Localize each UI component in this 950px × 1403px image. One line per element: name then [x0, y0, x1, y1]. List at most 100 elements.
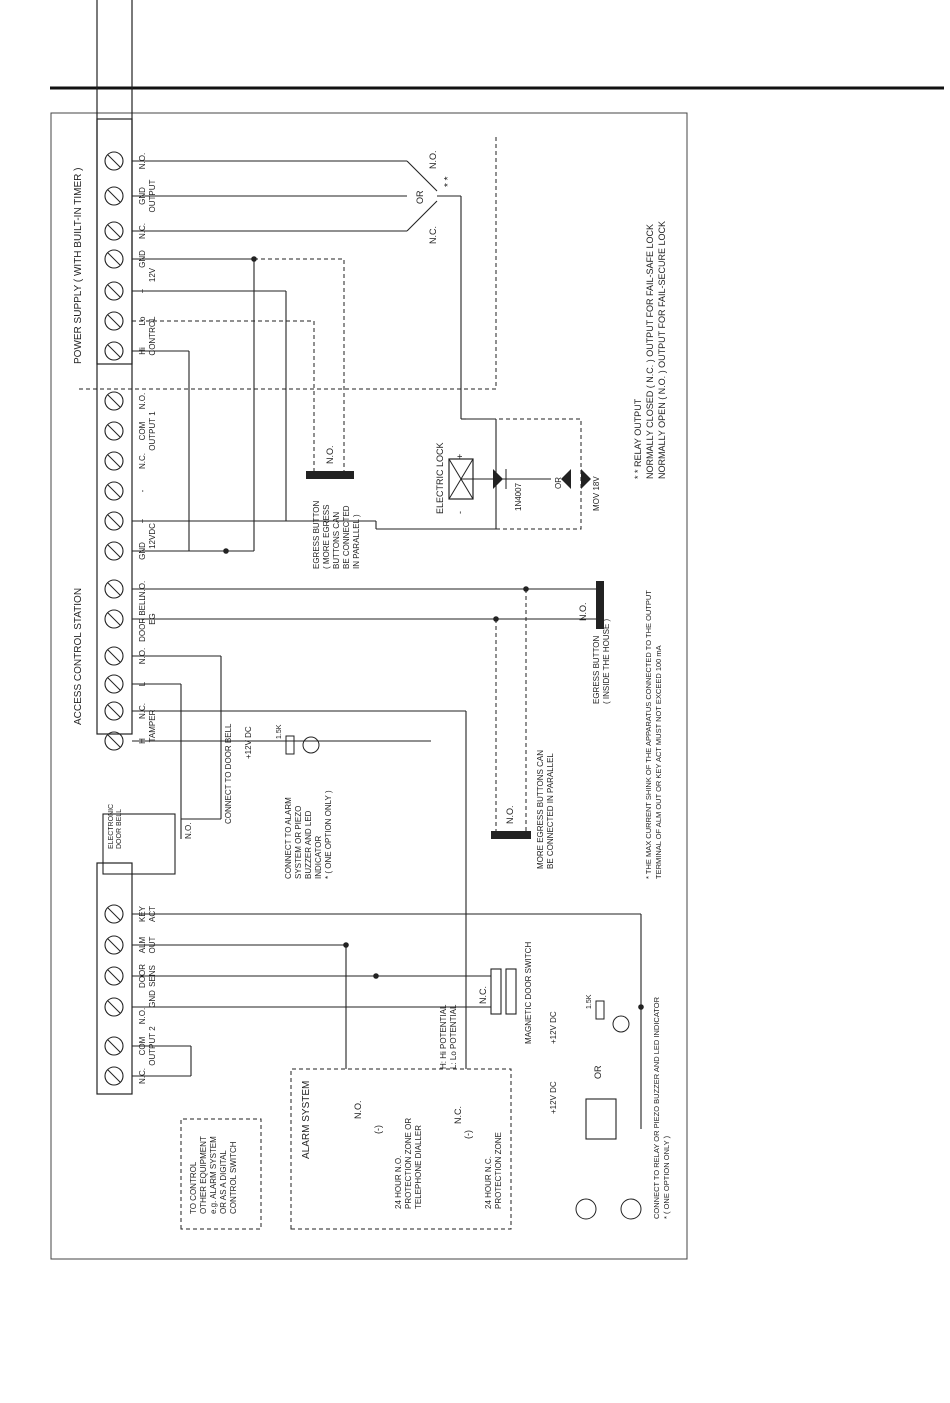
- term-group: 12V: [148, 267, 157, 282]
- mov-label: MOV 18V: [592, 476, 601, 511]
- piezo-led-bottom: +12V DC 1.5K: [549, 994, 630, 1044]
- zone-no-3: TELEPHONE DIALLER: [414, 1125, 423, 1209]
- v12-relay: +12V DC: [549, 1081, 558, 1114]
- terminal-screw-slot: [107, 1039, 121, 1053]
- terminal-screw: [104, 731, 124, 751]
- egress-note-1: EGRESS BUTTON: [312, 500, 321, 569]
- mov-18v: MOV 18V: [561, 469, 601, 511]
- terminal-screw: [104, 221, 124, 241]
- terminal-screw: [104, 904, 124, 924]
- relay-note-no: NORMALLY OPEN ( N.O. ) OUTPUT FOR FAIL-S…: [657, 221, 667, 479]
- electric-lock-label: ELECTRIC LOCK: [435, 442, 445, 514]
- lo-potential: L: Lo POTENTIAL: [449, 1004, 458, 1069]
- terminal-screw: [104, 391, 124, 411]
- term-group: GND: [148, 990, 157, 1008]
- terminal-screw: [104, 609, 124, 629]
- electric-lock: ELECTRIC LOCK + -: [435, 442, 474, 514]
- doorbell-label-2: DOOR BELL: [116, 809, 123, 849]
- terminal-screw-slot: [107, 252, 121, 266]
- terminal-screw-slot: [107, 612, 121, 626]
- terminal-screw: [104, 511, 124, 531]
- to-control-4: OR AS A DIGITAL: [219, 1150, 228, 1214]
- magnetic-door-switch: N.C. MAGNETIC DOOR SWITCH: [478, 942, 533, 1044]
- terminal-screw-slot: [107, 284, 121, 298]
- relay-connect-2: * ( ONE OPTION ONLY ): [662, 1135, 671, 1219]
- terminal-screw-slot: [107, 677, 121, 691]
- egress-note-3: BUTTONS CAN: [332, 512, 341, 569]
- terminal-screw-slot: [107, 154, 121, 168]
- terminal-screw-slot: [107, 734, 121, 748]
- egress-note-2: ( MORE EGRESS: [322, 505, 331, 569]
- terminal-screw: [104, 451, 124, 471]
- more-egress-2: BE CONNECTED IN PARALLEL: [546, 753, 555, 869]
- term-label: N.O.: [138, 1008, 147, 1024]
- terminal-screw-slot: [107, 938, 121, 952]
- lock-minus: -: [455, 511, 465, 514]
- diode-1n4007: 1N4007: [461, 469, 551, 511]
- egress-no: N.O.: [325, 445, 335, 464]
- terminal-screw-slot: [107, 907, 121, 921]
- terminal-block-power-supply: [96, 118, 133, 365]
- terminal-screws: [104, 151, 124, 1086]
- terminal-screw: [104, 997, 124, 1017]
- terminal-screw-slot: [107, 969, 121, 983]
- egress-button-psu: N.O.: [306, 445, 354, 479]
- terminal-screw-slot: [107, 424, 121, 438]
- r1k5-top: 1.5K: [276, 724, 283, 739]
- alarm-no: N.O.: [353, 1100, 363, 1119]
- more-egress-no: N.O.: [505, 805, 515, 824]
- terminal-screw-slot: [107, 649, 121, 663]
- terminal-screw-slot: [107, 1069, 121, 1083]
- terminal-screw-slot: [107, 344, 121, 358]
- egress-note-4: BE CONNECTED: [342, 505, 351, 569]
- to-control-3: e.g. ALARM SYSTEM: [209, 1136, 218, 1214]
- terminal-screw-slot: [107, 189, 121, 203]
- terminal-screw-slot: [107, 224, 121, 238]
- terminal-screw-slot: [107, 582, 121, 596]
- junction-dots: [223, 256, 644, 1010]
- hi-potential: H: Hi POTENTIAL: [439, 1004, 448, 1069]
- terminal-screw-slot: [107, 484, 121, 498]
- terminal-screw-slot: [107, 704, 121, 718]
- more-egress-1: MORE EGRESS BUTTONS CAN: [536, 750, 545, 869]
- egress-note-5: IN PARALLEL ): [352, 514, 361, 569]
- terminal-screw: [104, 935, 124, 955]
- mag-switch: MAGNETIC DOOR SWITCH: [524, 942, 533, 1044]
- terminal-screw: [104, 421, 124, 441]
- term-label: -: [138, 489, 147, 492]
- lock-plus: +: [455, 454, 465, 459]
- egress-house-1: EGRESS BUTTON: [592, 635, 601, 704]
- terminal-screw: [104, 151, 124, 171]
- current-note-2: TERMINAL OF ALM OUT OR KEY ACT MUST NOT …: [654, 645, 663, 879]
- relay-coil: [575, 1098, 642, 1220]
- current-note-1: * THE MAX CURRENT SHINK OF THE APPARATUS…: [644, 590, 653, 879]
- term-group: OUTPUT 1: [148, 411, 157, 451]
- zone-no-1: 24 HOUR N.O.: [394, 1156, 403, 1209]
- terminal-screw-slot: [107, 544, 121, 558]
- terminal-block-output2: [96, 862, 133, 1095]
- egress-button-house: N.O. EGRESS BUTTON ( INSIDE THE HOUSE ): [578, 581, 611, 704]
- power-supply-title: POWER SUPPLY ( WITH BUILT-IN TIMER ): [73, 168, 84, 365]
- alarm-connect-4: INDICATOR: [314, 836, 323, 879]
- zone-no-2: PROTECTION ZONE OR: [404, 1118, 413, 1209]
- section-divider: [79, 134, 497, 390]
- term-group: TAMPER: [148, 709, 157, 742]
- alarm-nc: N.C.: [453, 1106, 463, 1124]
- connect-doorbell: CONNECT TO DOOR BELL: [224, 723, 233, 824]
- term-label: N.C.: [138, 453, 147, 469]
- piezo-led-top: +12V DC 1.5K: [244, 724, 320, 759]
- term-label: COM: [138, 421, 147, 440]
- terminal-screw: [104, 341, 124, 361]
- egress-house-2: ( INSIDE THE HOUSE ): [602, 618, 611, 704]
- terminal-screw: [104, 646, 124, 666]
- alarm-neg1: (-): [373, 1125, 383, 1134]
- zone-nc-2: PROTECTION ZONE: [494, 1132, 503, 1209]
- alarm-connect-3: BUZZER AND LED: [304, 810, 313, 879]
- to-control-2: OTHER EQUIPMENT: [199, 1136, 208, 1214]
- terminal-screw: [104, 1066, 124, 1086]
- terminal-screw: [104, 281, 124, 301]
- terminal-screw: [104, 674, 124, 694]
- terminal-screw: [104, 1036, 124, 1056]
